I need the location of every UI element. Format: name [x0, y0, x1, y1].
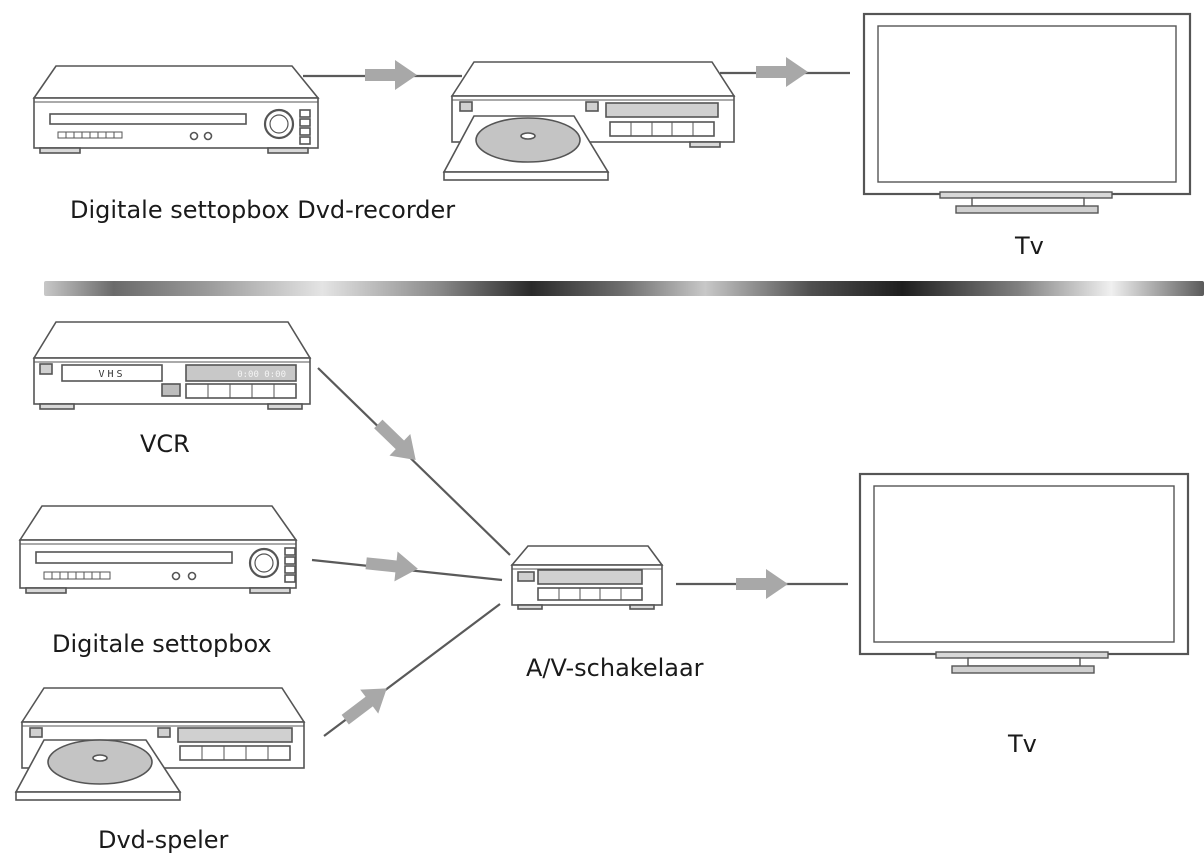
av-switch-icon — [510, 545, 664, 610]
av-switch-label: A/V-schakelaar — [526, 654, 704, 682]
settopbox-bottom-icon — [18, 505, 298, 594]
dvd-player-icon — [14, 687, 306, 801]
vcr-display-readout: 0:00 0:00 — [237, 370, 286, 380]
vcr-icon — [32, 321, 312, 410]
top-tv-label: Tv — [1015, 232, 1044, 260]
dvd-player-label: Dvd-speler — [98, 826, 229, 854]
connection-vcr-to-switch — [317, 367, 511, 556]
bottom-tv-label: Tv — [1008, 730, 1037, 758]
connection-settopbox-to-switch — [311, 548, 503, 584]
settopbox-label: Digitale settopbox — [52, 630, 272, 658]
dvd-recorder-icon — [442, 61, 736, 181]
connection-switch-to-tv-bottom — [676, 569, 848, 599]
connection-settopbox-to-recorder — [303, 60, 462, 90]
vcr-tape-label: VHS — [98, 369, 125, 380]
tv-top-icon — [862, 12, 1192, 214]
tv-bottom-icon — [858, 472, 1190, 674]
connection-recorder-to-tv-top — [720, 57, 850, 87]
top-source-label: Digitale settopbox Dvd-recorder — [70, 196, 456, 224]
settopbox-top-icon — [32, 65, 320, 154]
vcr-label: VCR — [140, 430, 190, 458]
section-separator — [44, 281, 1204, 296]
connection-dvd-player-to-switch — [323, 603, 501, 737]
